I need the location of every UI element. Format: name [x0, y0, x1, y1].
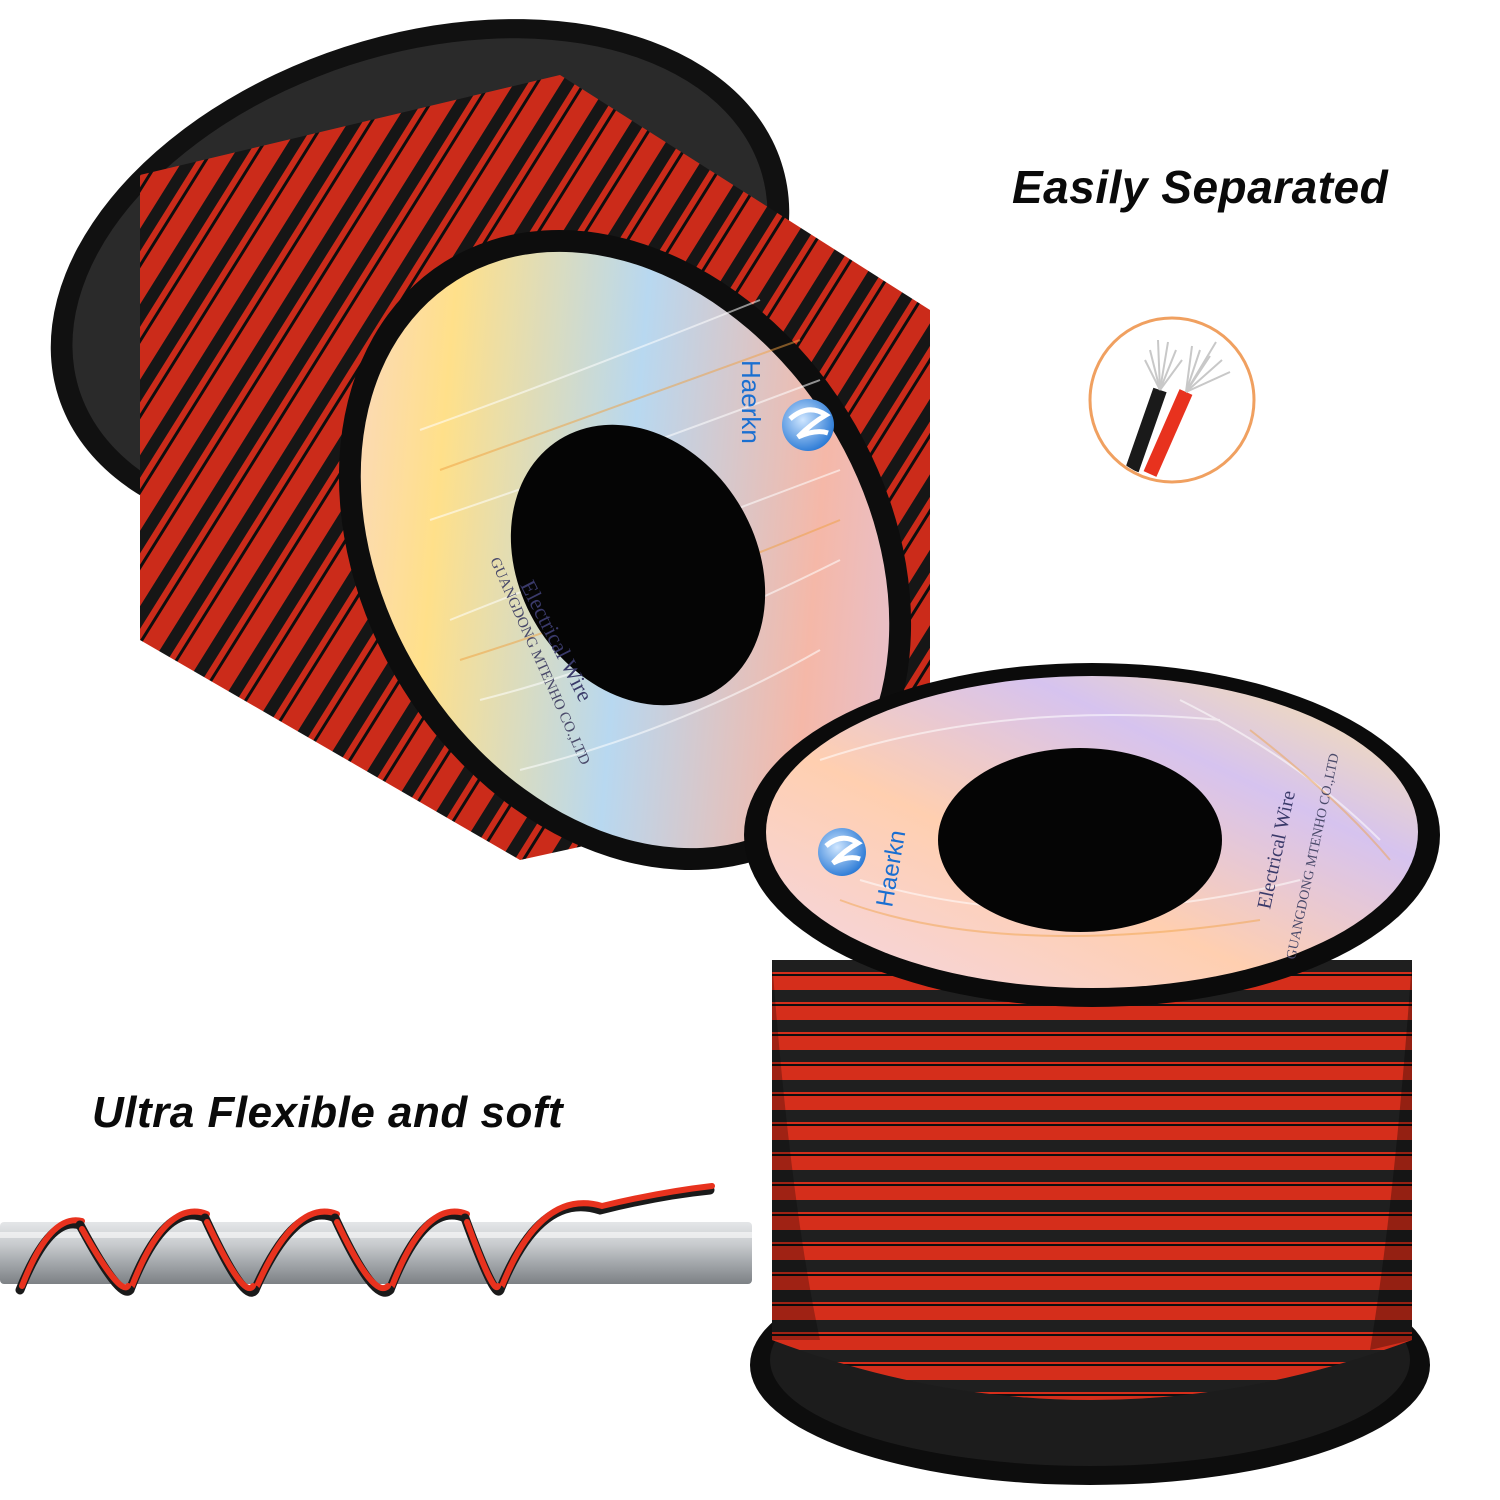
haerkn-logo-icon [782, 399, 834, 451]
spool-bottom-wire-coil [772, 960, 1412, 1400]
spool-bottom-hole [938, 748, 1222, 932]
coiled-wire-icon [0, 1183, 752, 1297]
caption-easily-separated: Easily Separated [1012, 161, 1389, 213]
spool-top-hole [510, 424, 766, 706]
spool-top-brand: Haerkn [736, 360, 766, 444]
spool-bottom: Haerkn Electrical Wire GUANGDONG MTENHO … [744, 663, 1440, 1485]
separated-wire-icon [1088, 316, 1256, 484]
caption-ultra-flexible: Ultra Flexible and soft [92, 1088, 564, 1137]
separated-inset-ring [1088, 316, 1256, 484]
haerkn-logo-icon [818, 828, 866, 876]
